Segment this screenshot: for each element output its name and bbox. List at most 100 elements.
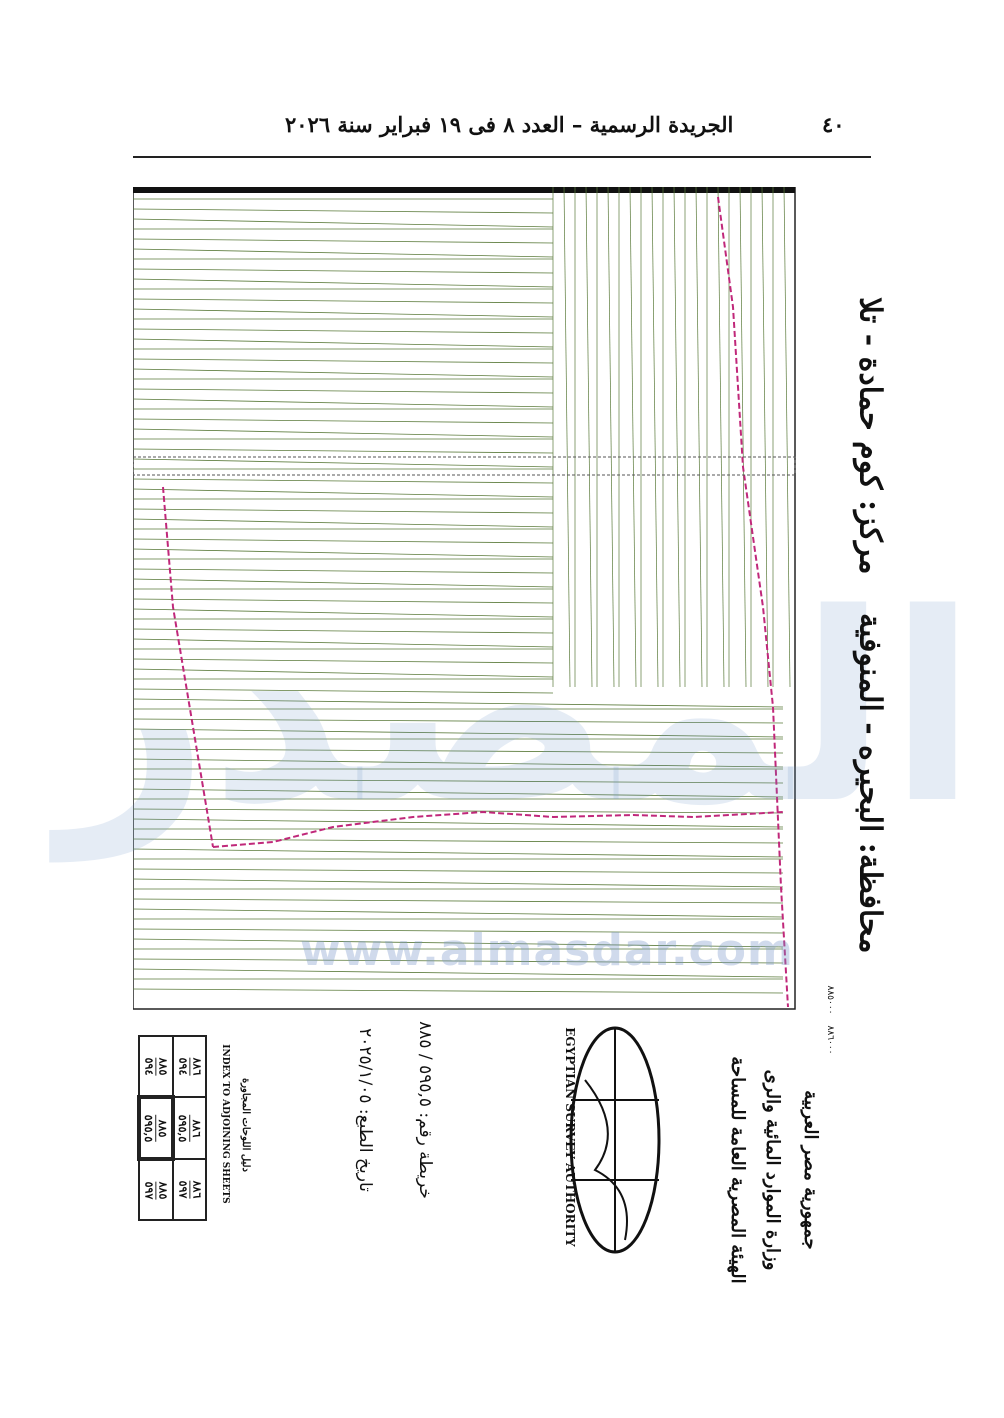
parcel-line [133, 688, 554, 694]
parcel-line [133, 878, 784, 888]
parcel-line [133, 218, 554, 228]
parcel-line [761, 187, 769, 688]
parcel-line [629, 187, 637, 688]
index-cell-top: ٨٨٥ [155, 1114, 170, 1142]
parcel-line [717, 187, 725, 688]
map-top-bar [133, 187, 795, 193]
index-cell-bottom: ٥٩٧ [175, 1180, 189, 1199]
parcel-line [585, 187, 593, 688]
parcel-line [133, 788, 784, 798]
parcel-line [133, 368, 554, 378]
parcel-line [133, 638, 554, 648]
parcel-line [133, 988, 784, 994]
parcel-line [133, 518, 554, 528]
parcel-line [133, 928, 784, 934]
survey-authority-logo [569, 1026, 661, 1254]
cadastral-map [133, 187, 796, 1010]
parcel-line [673, 187, 681, 688]
basin-boundary-left [162, 486, 214, 848]
parcel-line [133, 938, 784, 948]
publication-header: الجريدة الرسمية – العدد ٨ فى ١٩ فبراير س… [285, 112, 734, 137]
parcel-line [133, 578, 554, 588]
parcel-line [133, 958, 784, 964]
grid-label: ٨٨٦٠٠٠ [825, 1025, 835, 1055]
governorate-label: محافظة: البحيره - المنوفية [852, 612, 888, 954]
parcel-line [133, 758, 784, 768]
parcel-line [133, 808, 784, 814]
index-cell-bottom: ٥٩٥,٥ [142, 1114, 156, 1142]
parcel-line [133, 598, 554, 604]
index-cell-top: ٨٨٦ [188, 1180, 203, 1199]
watermark-logo: المصدر [60, 559, 978, 861]
parcel-line [133, 818, 784, 828]
parcel-line [133, 208, 554, 214]
parcel-line [133, 668, 554, 678]
parcel-line [133, 628, 554, 634]
watermark-url: www.almasdar.com [300, 925, 794, 976]
parcel-line [133, 308, 554, 318]
page-number: ٤٠ [822, 112, 845, 137]
authority-name-en: EGYPTIAN SURVEY AUTHORITY [563, 1027, 577, 1247]
header-rule [133, 156, 871, 158]
parcel-line [133, 778, 784, 784]
index-cell-top: ٨٨٦ [189, 1114, 204, 1142]
index-cell-bottom: ٥٩٧ [142, 1181, 156, 1199]
parcel-line [739, 187, 747, 688]
parcel-line [607, 187, 615, 688]
parcel-line [133, 838, 784, 844]
basin-boundary-lower [212, 810, 784, 848]
parcel-line [133, 398, 554, 408]
parcel-line [133, 868, 784, 874]
parcel-line [133, 898, 784, 904]
index-cell-bottom: ٥٩٥,٥ [176, 1114, 190, 1142]
parcel-line [133, 568, 554, 574]
parcel-line [133, 968, 784, 978]
road-strip [133, 456, 796, 476]
parcel-line [133, 548, 554, 558]
authority-name-ar: الهيئة المصرية العامة للمساحة [727, 1056, 748, 1284]
parcel-line [651, 187, 659, 688]
parcel-line [133, 268, 554, 274]
country-name: جمهورية مصر العربية [800, 1090, 821, 1250]
parcel-line [133, 418, 554, 424]
parcel-line [133, 328, 554, 334]
parcel-line [783, 187, 791, 688]
index-cell-top: ٨٨٦ [188, 1057, 203, 1076]
parcel-line [133, 448, 554, 454]
print-date: تاريخ الطبع: ٢٠٢٥/١/٠٥ [355, 1028, 375, 1192]
parcel-line [133, 478, 554, 484]
parcel-lines [133, 187, 791, 994]
index-cell-bottom: ٥٩٤ [142, 1057, 156, 1075]
district-label: مركز: كوم حمادة - تلا [852, 297, 888, 575]
parcel-line [695, 187, 703, 688]
basin-boundary [717, 196, 789, 1008]
sheet-number: خريطة رقم: ٥٩٥,٥ / ٨٨٥ [415, 1021, 435, 1199]
parcel-line [133, 488, 554, 498]
parcel-line [133, 608, 554, 618]
index-cell-top: ٨٨٥ [155, 1181, 170, 1199]
index-title-en: INDEX TO ADJOINING SHEETS [220, 1044, 230, 1204]
map-title: محافظة: البحيره - المنوفية مركز: كوم حما… [852, 297, 888, 968]
parcel-line [133, 458, 554, 468]
parcel-line [133, 388, 554, 394]
index-title-ar: دليل اللوحات المجاورة [240, 1077, 251, 1172]
parcel-line [563, 187, 571, 688]
parcel-line [133, 908, 784, 918]
parcel-line [133, 748, 784, 754]
ministry-name: وزارة الموارد المائية والرى [762, 1069, 783, 1271]
parcel-line [133, 728, 784, 738]
index-cell-bottom: ٥٩٤ [175, 1057, 189, 1076]
parcel-line [133, 538, 554, 544]
parcel-line [133, 248, 554, 258]
parcel-line [133, 428, 554, 438]
parcel-line [133, 718, 784, 724]
parcel-line [133, 338, 554, 348]
